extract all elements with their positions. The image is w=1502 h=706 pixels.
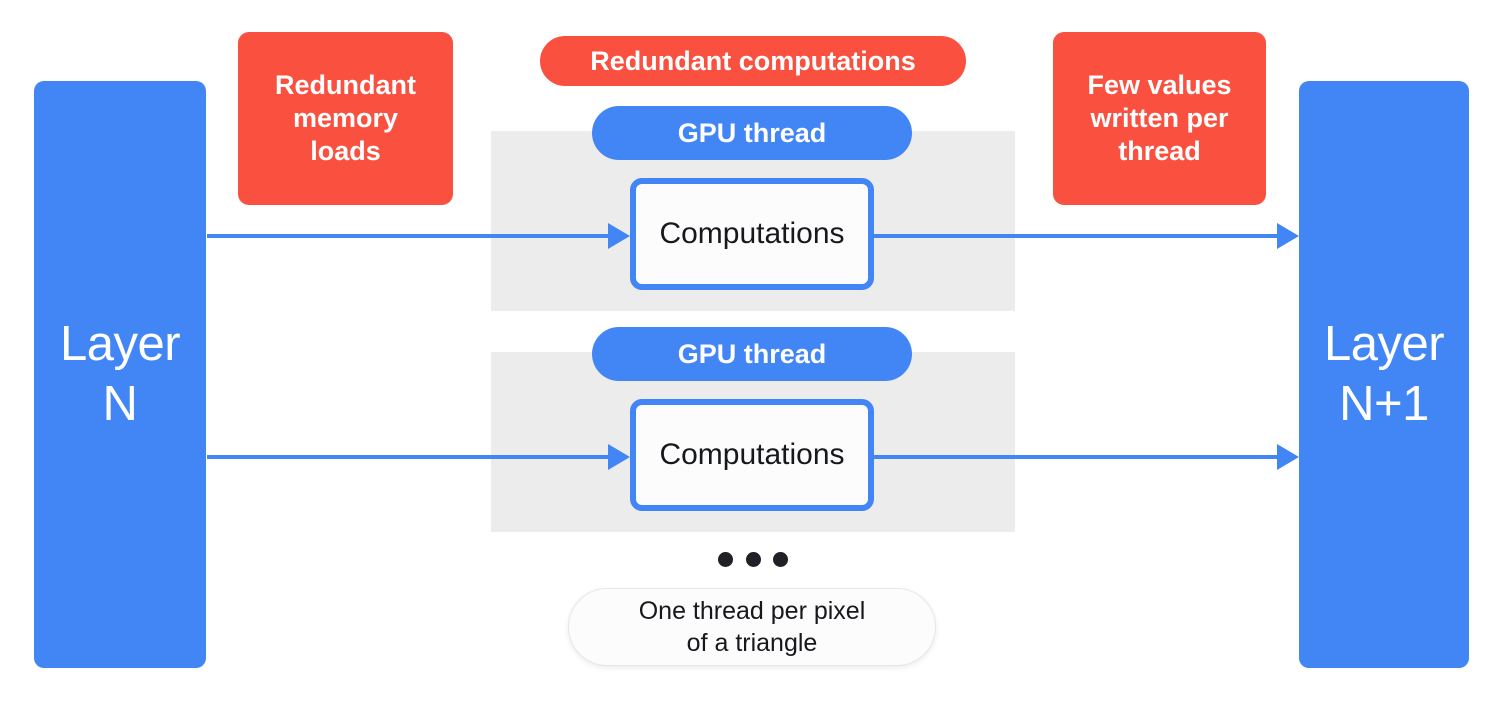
computations-box-1: Computations [630,178,874,290]
ellipsis-icon [718,549,788,569]
callout-few-values-written-per-thread: Few values written per thread [1053,32,1266,205]
callout-redundant-computations: Redundant computations [540,36,966,86]
arrow-thread-1-to-output-line [874,234,1277,238]
callout-one-thread-per-pixel: One thread per pixel of a triangle [568,588,936,666]
arrow-input-to-thread-2-line [207,455,608,459]
ellipsis-dot [745,551,761,567]
arrow-input-to-thread-1-line [207,234,608,238]
arrow-thread-2-to-output-head [1277,444,1299,470]
callout-redundant-memory-loads: Redundant memory loads [238,32,453,205]
arrow-input-to-thread-2-head [608,444,630,470]
arrow-input-to-thread-1-head [608,223,630,249]
gpu-thread-pill-2: GPU thread [592,327,912,381]
computations-box-2: Computations [630,399,874,511]
ellipsis-dot [718,551,733,567]
arrow-thread-2-to-output-line [874,455,1277,459]
layer-n-plus-1-block: Layer N+1 [1299,81,1469,668]
layer-n-block: Layer N [34,81,206,668]
arrow-thread-1-to-output-head [1277,223,1299,249]
gpu-thread-pill-1: GPU thread [592,106,912,160]
ellipsis-dot [773,551,788,567]
